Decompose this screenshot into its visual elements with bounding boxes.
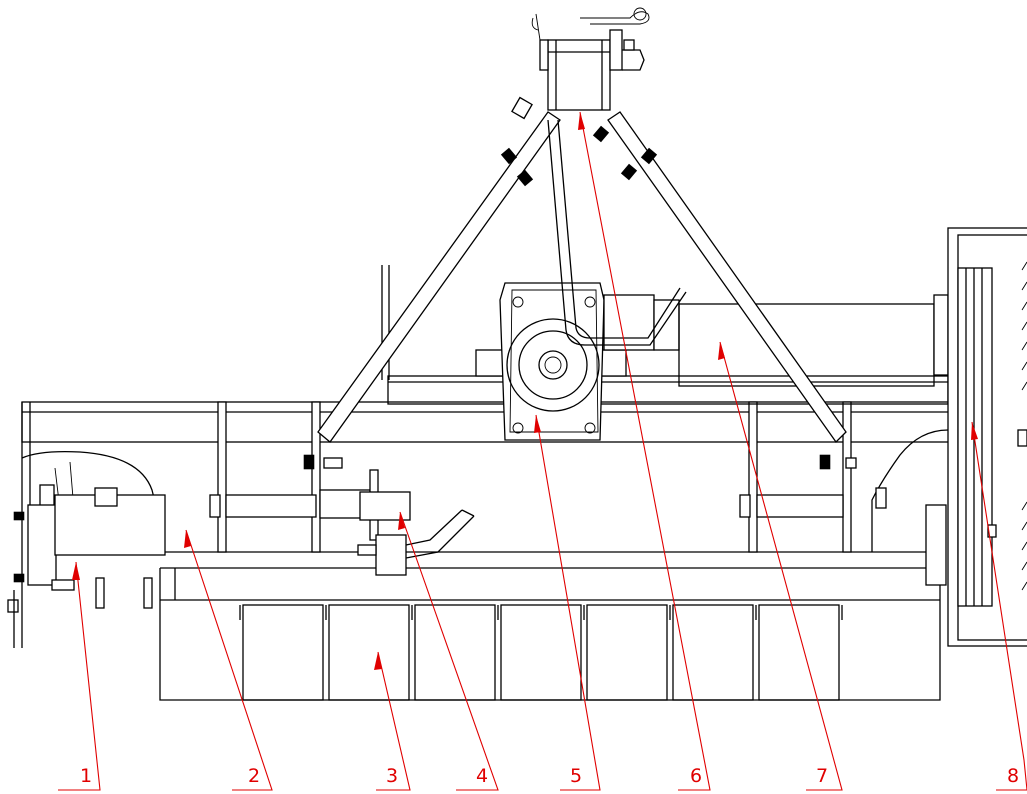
callout-7-label: 7 xyxy=(816,765,828,787)
rotor-housing xyxy=(159,568,941,701)
height-adjuster xyxy=(357,469,475,576)
left-end-cap xyxy=(7,450,166,648)
gearbox xyxy=(475,282,680,441)
drive-tube xyxy=(678,294,949,387)
callout-3: 3 xyxy=(374,651,411,791)
main-frame xyxy=(21,401,958,648)
callout-5: 5 xyxy=(534,414,601,791)
callout-3-label: 3 xyxy=(386,765,398,787)
callout-1-label: 1 xyxy=(80,765,92,787)
callout-5-label: 5 xyxy=(570,765,582,787)
belt-housing xyxy=(871,227,1027,647)
a-frame xyxy=(317,96,847,444)
callout-6: 6 xyxy=(578,111,711,791)
callout-1: 1 xyxy=(58,561,101,791)
callout-6-label: 6 xyxy=(690,765,702,787)
callout-2-label: 2 xyxy=(248,765,260,787)
callout-7: 7 xyxy=(718,341,843,791)
callout-2: 2 xyxy=(184,529,273,791)
top-link-bracket xyxy=(531,7,650,111)
callout-4-label: 4 xyxy=(476,765,488,787)
callout-8-label: 8 xyxy=(1007,765,1019,787)
callout-8: 8 xyxy=(971,421,1027,791)
knife-flaps xyxy=(239,604,843,701)
support-bar xyxy=(547,119,687,346)
callout-4: 4 xyxy=(398,511,499,791)
